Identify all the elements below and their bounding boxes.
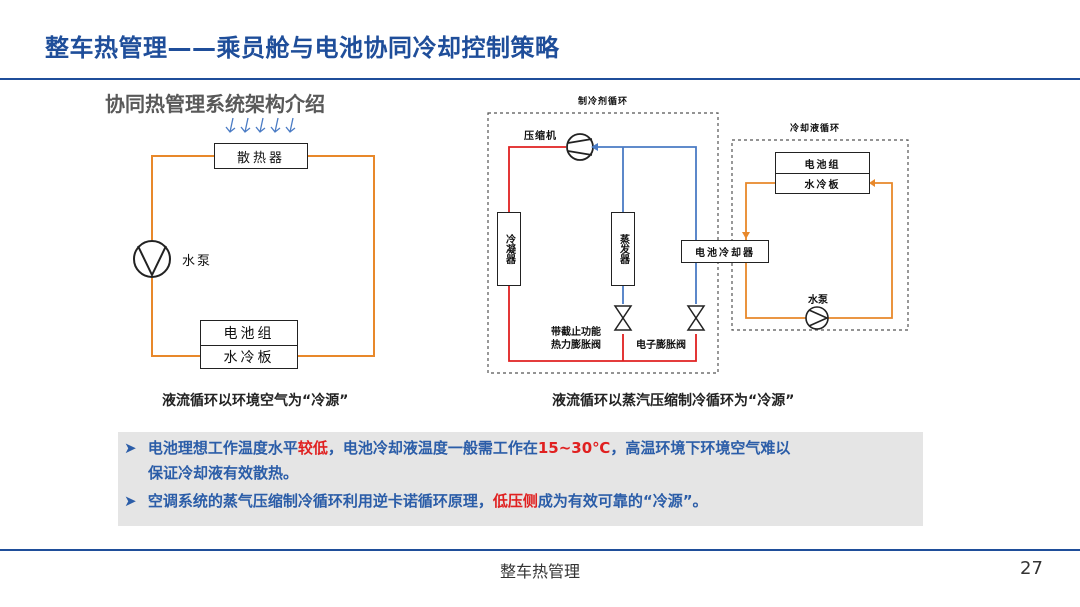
info-panel: ➤ 电池理想工作温度水平较低，电池冷却液温度一般需工作在15~30℃，高温环境下… xyxy=(118,432,923,526)
evaporator-box: 蒸发器 xyxy=(611,212,635,286)
compressor-icon xyxy=(566,133,594,161)
coolant-loop-label: 冷却液循环 xyxy=(790,124,841,134)
left-caption: 液流循环以环境空气为“冷源” xyxy=(162,393,349,409)
cold-plate-box: 水冷板 xyxy=(200,345,298,369)
battery-box: 电池组 xyxy=(200,320,298,346)
pump-label: 水泵 xyxy=(182,254,213,269)
right-caption: 液流循环以蒸汽压缩制冷循环为“冷源” xyxy=(552,393,795,409)
bullet-1-line2: 保证冷却液有效散热。 xyxy=(148,464,299,482)
compressor-label: 压缩机 xyxy=(524,131,557,142)
eev-valve-icon xyxy=(686,305,706,331)
slide-title: 整车热管理——乘员舱与电池协同冷却控制策略 xyxy=(45,34,560,62)
bullet-2-text-b: 成为有效可靠的“冷源”。 xyxy=(537,492,708,510)
bullet-1: ➤ 电池理想工作温度水平较低，电池冷却液温度一般需工作在15~30℃，高温环境下… xyxy=(124,436,790,460)
txv-label-line1: 带截止功能 xyxy=(551,327,601,338)
coolant-battery-box: 电池组 xyxy=(775,152,870,174)
header-divider xyxy=(0,78,1080,80)
coolant-loop-boundary xyxy=(731,139,909,331)
airflow-arrows-icon xyxy=(225,117,296,133)
coolant-pump-icon xyxy=(805,306,829,330)
txv-label-line2: 热力膨胀阀 xyxy=(551,340,601,351)
bullet-arrow-icon: ➤ xyxy=(124,492,137,510)
coolant-pump-label: 水泵 xyxy=(808,295,828,306)
radiator-box: 散热器 xyxy=(214,143,308,169)
txv-valve-icon xyxy=(613,305,633,331)
bullet-2-text-a: 空调系统的蒸气压缩制冷循环利用逆卡诺循环原理， xyxy=(147,492,493,510)
page-number: 27 xyxy=(1020,558,1043,579)
footer-label: 整车热管理 xyxy=(499,562,580,581)
eev-label: 电子膨胀阀 xyxy=(636,340,686,351)
condenser-box: 冷凝器 xyxy=(497,212,521,286)
section-subtitle: 协同热管理系统架构介绍 xyxy=(105,92,325,116)
footer-divider xyxy=(0,549,1080,551)
bullet-1-text-b: ，电池冷却液温度一般需工作在 xyxy=(327,439,538,457)
bullet-1-text-c: ，高温环境下环境空气难以 xyxy=(610,439,791,457)
bullet-arrow-icon: ➤ xyxy=(124,439,137,457)
chiller-box: 电池冷却器 xyxy=(681,240,769,263)
coolant-cold-plate-box: 水冷板 xyxy=(775,173,870,194)
bullet-1-text-a: 电池理想工作温度水平 xyxy=(147,439,298,457)
bullet-2: ➤ 空调系统的蒸气压缩制冷循环利用逆卡诺循环原理，低压侧成为有效可靠的“冷源”。 xyxy=(124,489,708,513)
pump-icon xyxy=(133,240,171,278)
bullet-2-highlight: 低压侧 xyxy=(492,492,538,510)
refrigerant-loop-label: 制冷剂循环 xyxy=(578,97,629,107)
bullet-1-highlight-a: 较低 xyxy=(297,439,328,457)
bullet-1-highlight-b: 15~30℃ xyxy=(537,439,611,457)
